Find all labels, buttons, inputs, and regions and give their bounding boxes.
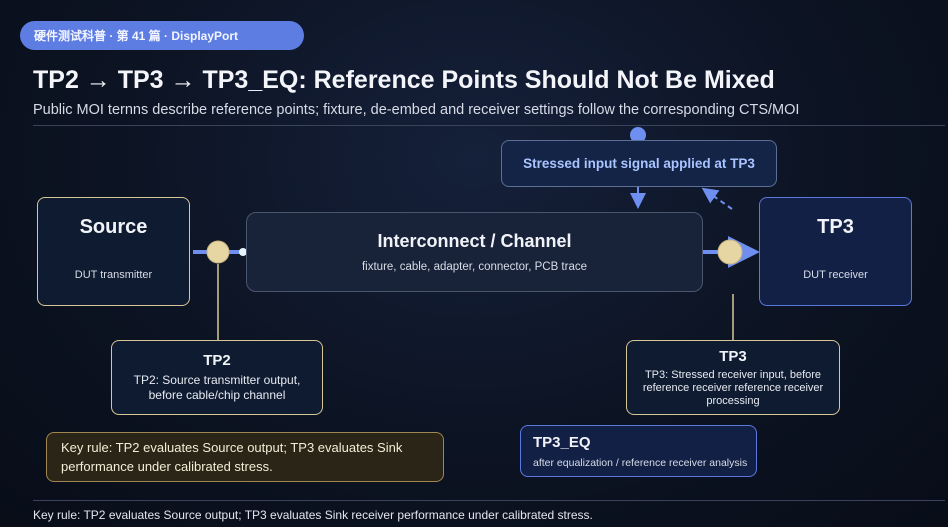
tp2-label-box: TP2 TP2: Source transmitter output, befo…: [111, 340, 323, 415]
footer-note: Key rule: TP2 evaluates Source output; T…: [33, 508, 593, 522]
tp3-eq-title: TP3_EQ: [533, 433, 591, 451]
tp3-dut-box: TP3 DUT receiver: [759, 197, 912, 306]
tp3-line: processing: [706, 394, 760, 407]
tp3-dut-caption: DUT receiver: [803, 269, 868, 281]
series-pill: 硬件测试科普 · 第 41 篇 · DisplayPort: [20, 21, 304, 50]
tp3-label-box: TP3 TP3: Stressed receiver input, before…: [626, 340, 840, 415]
key-rule-box: Key rule: TP2 evaluates Source output; T…: [46, 432, 444, 482]
source-caption: DUT transmitter: [74, 269, 153, 281]
tp3-dut-title: TP3: [817, 216, 854, 238]
page-title: TP2 → TP3 → TP3_EQ: Reference Points Sho…: [33, 66, 775, 94]
tp3-node: [717, 239, 743, 265]
key-rule-line: performance under calibrated stress.: [61, 459, 273, 474]
stress-callout: Stressed input signal applied at TP3: [501, 140, 777, 187]
footer-divider: [33, 500, 945, 501]
source-box: Source DUT transmitter: [37, 197, 190, 306]
tp3-title: TP3: [719, 347, 747, 365]
tp2-line: TP2: Source transmitter output,: [133, 373, 301, 387]
header-divider: [33, 125, 945, 126]
channel-caption: fixture, cable, adapter, connector, PCB …: [361, 261, 587, 273]
channel-title: Interconnect / Channel: [377, 231, 572, 251]
tp3-line: TP3: Stressed receiver input, before: [644, 368, 822, 381]
tp2-title: TP2: [203, 352, 231, 369]
tp3-eq-box: TP3_EQ after equalization / reference re…: [520, 425, 757, 477]
stress-origin-dot: [630, 127, 646, 143]
source-title: Source: [79, 216, 148, 238]
tp2-line: before cable/chip channel: [148, 388, 286, 402]
key-rule-line: Key rule: TP2 evaluates Source output; T…: [61, 440, 403, 455]
tp2-node: [206, 240, 230, 264]
page-subtitle: Public MOI ternns describe reference poi…: [33, 102, 800, 118]
channel-box: Interconnect / Channel fixture, cable, a…: [246, 212, 703, 292]
tp3-eq-caption: after equalization / reference receiver …: [533, 456, 748, 469]
tp3-line: reference receiver reference receiver: [642, 381, 824, 394]
stress-dashed-arrow: [701, 187, 733, 210]
channel-node: [239, 248, 247, 256]
